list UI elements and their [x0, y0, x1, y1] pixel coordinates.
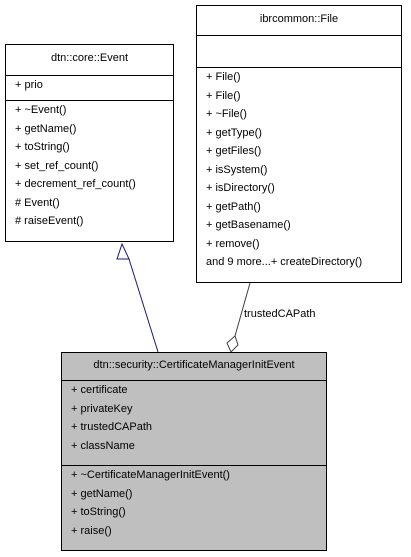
attributes-section: + certificate + privateKey + trustedCAPa… [62, 380, 326, 465]
operation: + toString() [71, 506, 126, 518]
class-box-file: ibrcommon::File + File() + File() + ~Fil… [196, 5, 402, 283]
operation: # Event() [15, 196, 60, 209]
composition-diamond [226, 335, 239, 353]
operation: + decrement_ref_count() [15, 178, 136, 190]
operation: + ~CertificateManagerInitEvent() [71, 469, 230, 481]
operations-section: + ~CertificateManagerInitEvent() + getNa… [62, 465, 326, 550]
inheritance-edge [128, 258, 159, 353]
operation: + getType() [206, 126, 262, 139]
attribute: + certificate [71, 384, 128, 396]
class-name: dtn::security::CertificateManagerInitEve… [93, 359, 295, 371]
composition-label: trustedCAPath [244, 308, 316, 320]
operation: + raise() [71, 524, 112, 537]
operation: + isDirectory() [206, 182, 275, 194]
operations-section: + File() + File() + ~File() + getType() … [197, 67, 401, 282]
operation: + getName() [71, 487, 133, 500]
attributes-section [197, 35, 401, 67]
attribute: + trustedCAPath [71, 421, 153, 433]
operations-section: + ~Event() + getName() + toString() + se… [6, 100, 173, 241]
class-box-certificate-manager-init-event: dtn::security::CertificateManagerInitEve… [61, 352, 327, 551]
operation: + File() [206, 89, 241, 102]
operation: + getFiles() [206, 145, 262, 157]
operation: + getName() [15, 122, 77, 135]
attribute: + privateKey [71, 402, 133, 415]
class-name: dtn::core::Event [50, 52, 129, 64]
attribute: + className [71, 439, 135, 452]
operation: + getPath() [206, 200, 261, 213]
inheritance-arrowhead [116, 242, 130, 260]
operation: + set_ref_count() [15, 159, 99, 172]
operation: + remove() [206, 237, 260, 250]
operation: + isSystem() [206, 163, 268, 176]
operation: + toString() [15, 141, 70, 153]
class-name: ibrcommon::File [259, 13, 339, 25]
operation: + ~File() [206, 108, 247, 120]
operation: # raiseEvent() [15, 215, 84, 227]
operation: + ~Event() [15, 104, 67, 116]
attributes-section: + prio [6, 75, 173, 100]
operation: + File() [206, 71, 241, 83]
class-box-event: dtn::core::Event + prio + ~Event() + get… [5, 44, 174, 242]
operation: and 9 more...+ createDirectory() [206, 256, 363, 268]
operation: + getBasename() [206, 219, 291, 231]
attribute: + prio [15, 79, 43, 91]
composition-edge [234, 282, 251, 337]
